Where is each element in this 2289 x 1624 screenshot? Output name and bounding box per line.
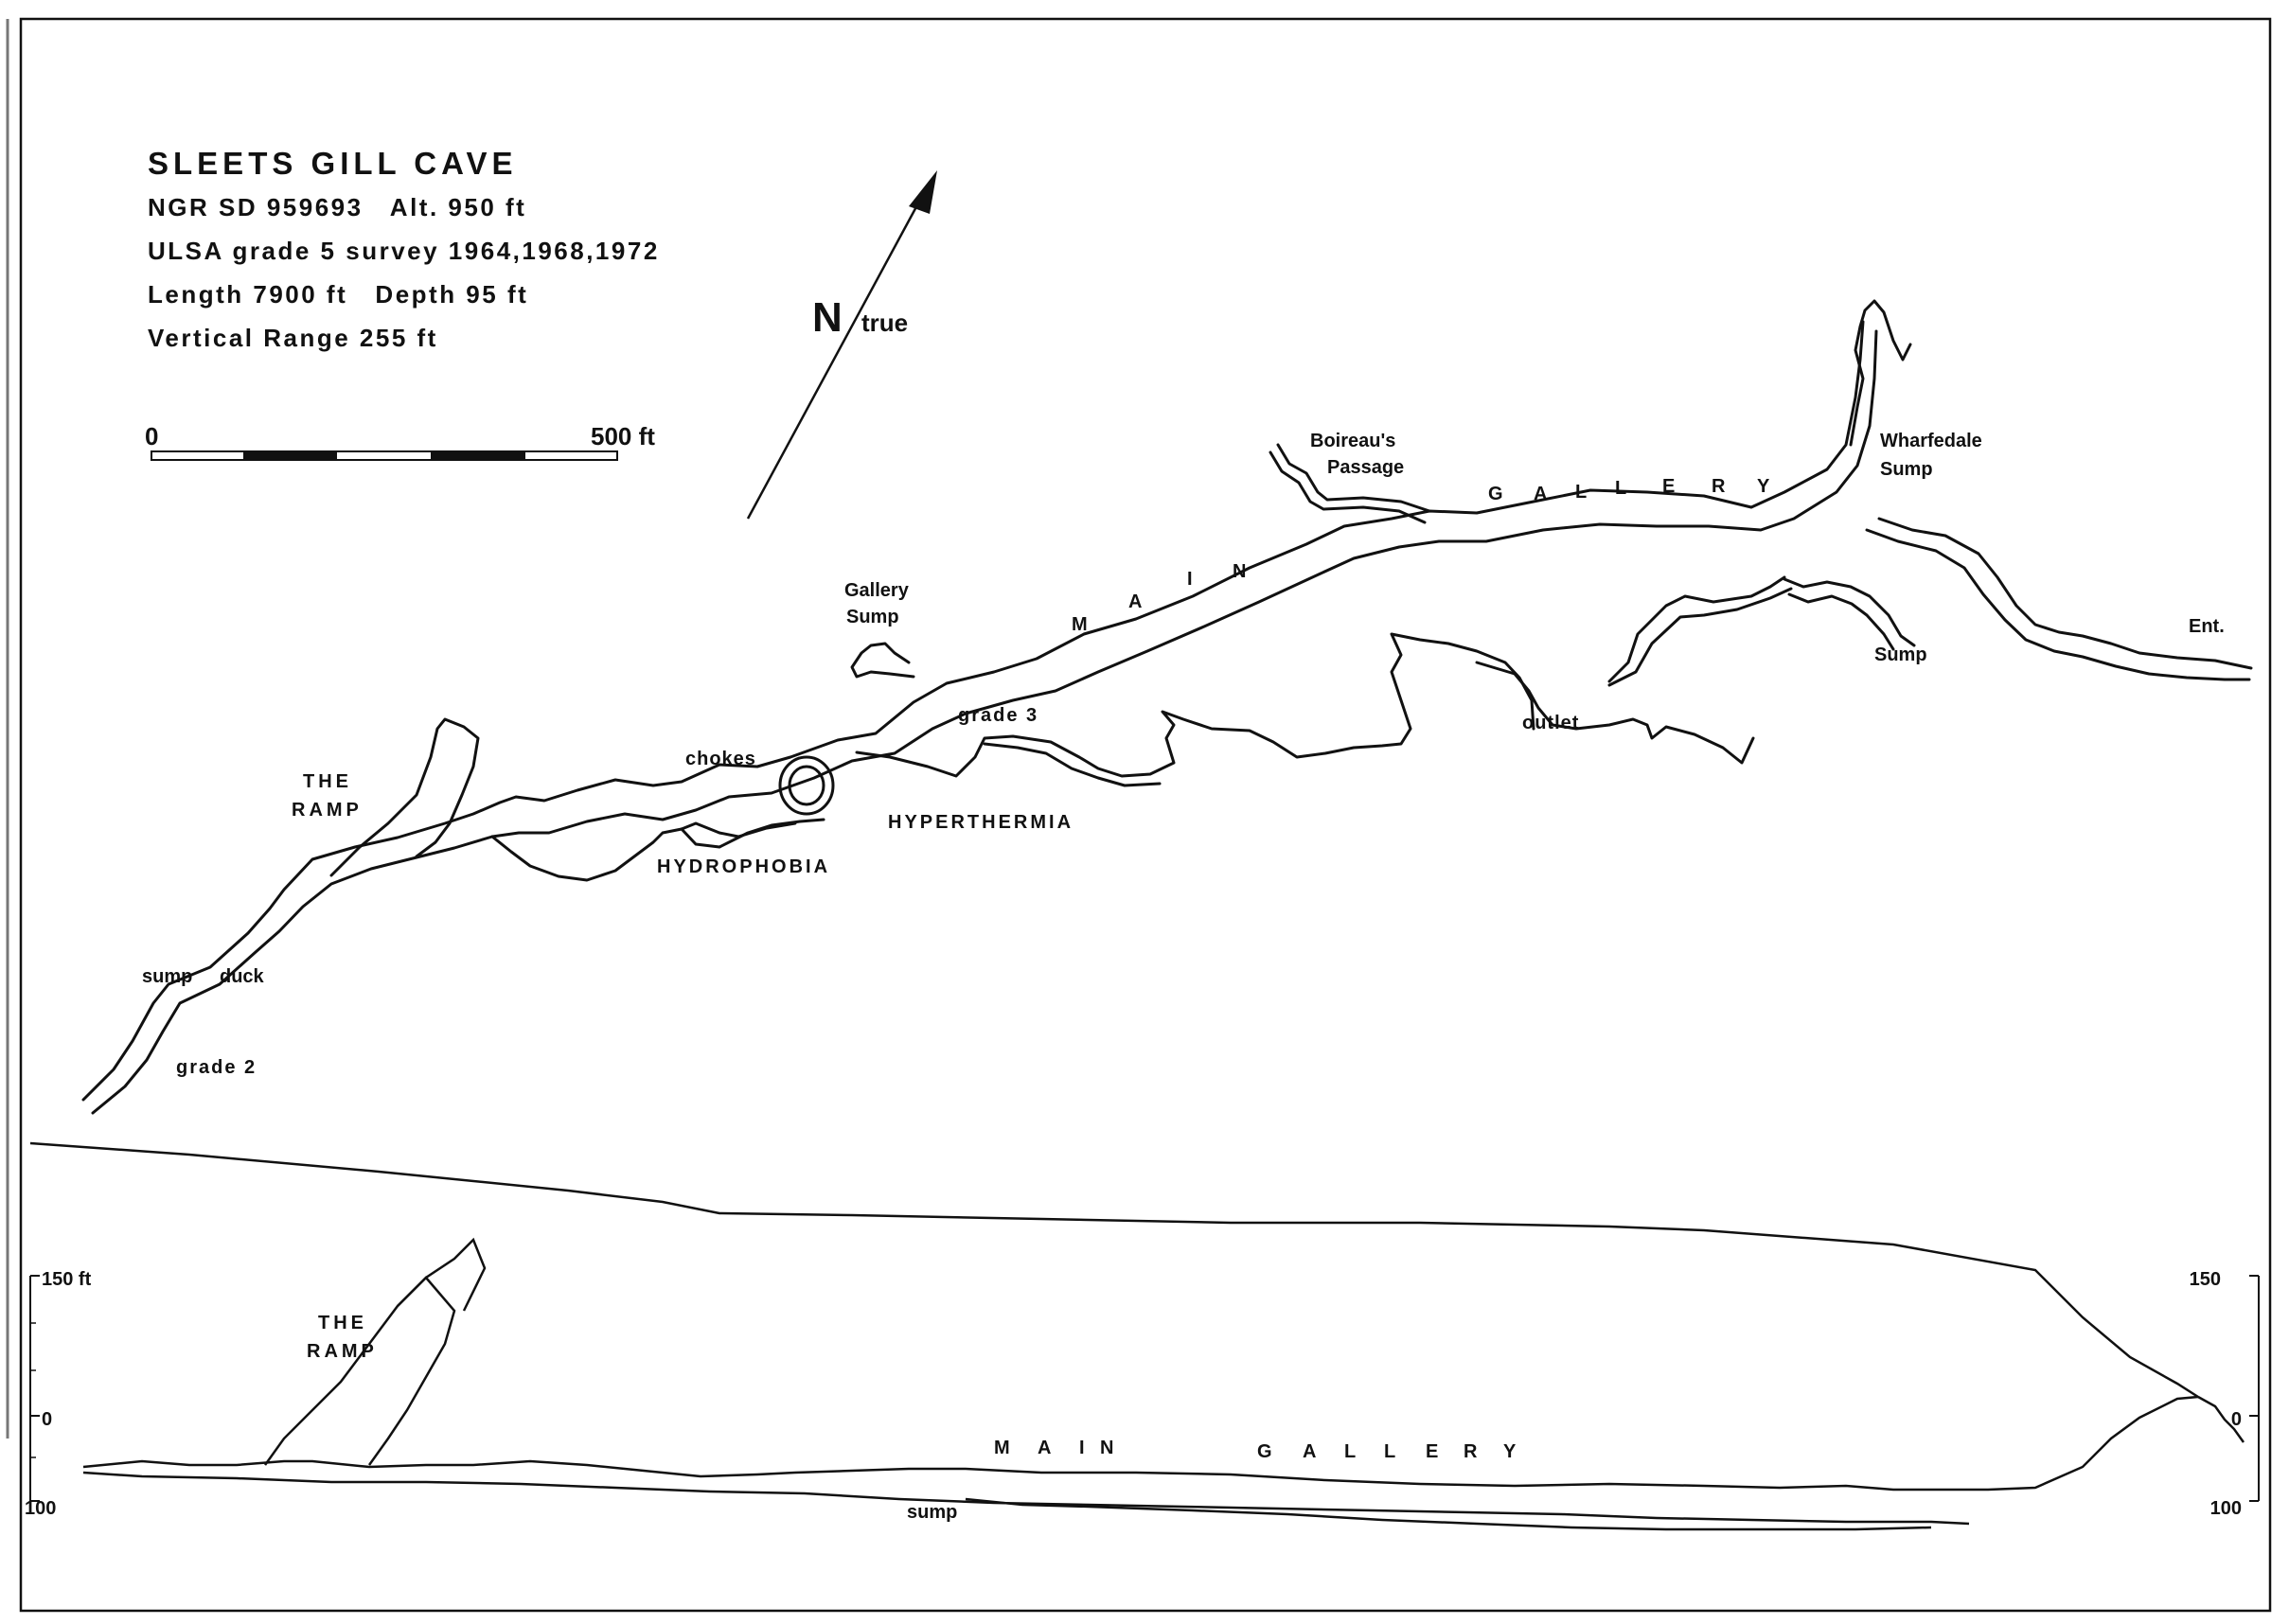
plan-label-grade-2: grade 2: [176, 1057, 257, 1078]
map-title: SLEETS GILL CAVE: [148, 146, 518, 181]
plan-label-sump: sump: [142, 966, 192, 987]
plan-passage-west-south-wall: [91, 329, 1878, 1115]
section-label-sump: sump: [907, 1502, 957, 1523]
section-label-gallery-l1: L: [1344, 1441, 1356, 1462]
plan-chokes-loop-inner: [788, 765, 825, 806]
section-label-main-m: M: [994, 1438, 1010, 1458]
section-label-main-i: I: [1079, 1438, 1085, 1458]
plan-passage-entrance: [1877, 517, 2253, 670]
north-letter: N: [812, 294, 843, 341]
plan-label-gallery-a: A: [1534, 484, 1547, 504]
plan-label-gallery-l1: L: [1575, 482, 1587, 503]
north-arrow: N true: [746, 170, 937, 520]
plan-passage-outlet-branch: [1607, 575, 1786, 683]
plan-label-gallery-r: R: [1712, 476, 1726, 497]
plan-label-gallery-sump-2: Sump: [846, 607, 899, 627]
section-label-the-ramp-1: THE: [318, 1313, 367, 1333]
plan-passage-sump-branch-lower: [1787, 592, 1895, 651]
north-arrow-shaft: [746, 188, 928, 520]
plan-label-boireau-2: Passage: [1327, 457, 1404, 478]
plan-label-wharfedale-2: Sump: [1880, 459, 1933, 480]
plan-labels: THE RAMP sump duck grade 2 HYDROPHOBIA c…: [142, 431, 2225, 1078]
plan-label-hydrophobia: HYDROPHOBIA: [657, 856, 830, 877]
north-arrow-icon: [909, 170, 937, 214]
section-left-label-150: 150 ft: [42, 1269, 92, 1290]
section-label-gallery-e: E: [1426, 1441, 1438, 1462]
plan-passage-the-ramp: [329, 717, 480, 877]
section-label-gallery-r: R: [1464, 1441, 1478, 1462]
plan-label-grade-3: grade 3: [958, 705, 1038, 726]
sheet-border: [19, 17, 2272, 1613]
long-section: 150 ft 0 100 150 0 100 THE RAMP M A I N …: [25, 1141, 2260, 1531]
title-block: SLEETS GILL CAVE NGR SD 959693 Alt. 950 …: [148, 142, 660, 360]
vertical-range: Vertical Range 255 ft: [148, 324, 438, 352]
section-right-label-100: 100: [2210, 1498, 2242, 1519]
scale-bar-outline: [151, 450, 618, 461]
plan-label-the-ramp-2: RAMP: [292, 800, 363, 821]
plan-passage-entrance-lower: [1865, 528, 2251, 681]
section-label-main-n: N: [1100, 1438, 1113, 1458]
section-main-gallery-floor: [82, 1471, 1970, 1526]
plan-passage-wharfedale: [1849, 299, 1912, 447]
plan-chokes-loop: [778, 755, 835, 816]
plan-label-boireau-1: Boireau's: [1310, 431, 1395, 451]
section-label-gallery-g: G: [1257, 1441, 1272, 1462]
plan-label-outlet: outlet: [1522, 713, 1579, 733]
section-the-ramp-top: [397, 1237, 487, 1312]
section-surface-profile: [29, 1141, 2199, 1399]
plan-label-main-i: I: [1187, 569, 1193, 590]
plan-passage-hyperthermia: [855, 632, 1535, 778]
plan-passage-boireau-lower: [1269, 450, 1427, 524]
section-right-label-0: 0: [2231, 1409, 2242, 1430]
scale-bar: 0 500 ft: [145, 422, 655, 461]
plan-passage-hyperthermia-inner: [983, 742, 1162, 787]
plan-passage-outlet: [1475, 661, 1755, 765]
plan-label-main-a: A: [1128, 591, 1142, 612]
plan-label-chokes: chokes: [685, 749, 756, 769]
plan-label-duck: duck: [220, 966, 265, 987]
plan-passage-hydrophobia-loop: [490, 821, 797, 882]
scale-start-label: 0: [145, 422, 158, 450]
section-left-label-0: 0: [42, 1409, 52, 1430]
section-left-label-100: 100: [25, 1498, 56, 1519]
scale-bar-segment-1: [243, 451, 337, 460]
plan-label-gallery-e: E: [1662, 476, 1675, 497]
section-main-gallery: [82, 1395, 2199, 1492]
plan-label-entrance: Ent.: [2189, 616, 2225, 637]
scale-end-label: 500 ft: [591, 422, 655, 450]
plan-passage-hydrophobia-lower: [680, 818, 825, 849]
plan-passage-sump-branch: [1783, 577, 1916, 647]
plan-passage-outlet-branch-lower: [1607, 587, 1793, 687]
survey-grade: ULSA grade 5 survey 1964,1968,1972: [148, 237, 660, 265]
plan-label-the-ramp-1: THE: [303, 771, 352, 792]
grid-reference: NGR SD 959693 Alt. 950 ft: [148, 193, 527, 221]
plan-label-gallery-sump-1: Gallery: [844, 580, 910, 601]
plan-view: [81, 299, 2253, 1115]
section-label-gallery-y: Y: [1503, 1441, 1517, 1462]
section-label-the-ramp-2: RAMP: [307, 1341, 378, 1362]
section-end-outlet: [2197, 1395, 2245, 1443]
section-label-gallery-l2: L: [1384, 1441, 1395, 1462]
plan-label-gallery-l2: L: [1615, 478, 1626, 499]
north-qualifier: true: [861, 309, 908, 337]
plan-label-main-n: N: [1233, 561, 1246, 582]
length-depth: Length 7900 ft Depth 95 ft: [148, 280, 529, 309]
plan-label-main-m: M: [1072, 614, 1088, 635]
plan-passage-boireau: [1276, 443, 1431, 513]
section-right-label-150: 150: [2190, 1269, 2221, 1290]
plan-passage-gallery-sump: [850, 642, 915, 679]
plan-passage-west-north-wall: [81, 320, 1865, 1102]
section-label-main-a: A: [1038, 1438, 1051, 1458]
plan-label-gallery-y: Y: [1757, 476, 1770, 497]
plan-label-hyperthermia: HYPERTHERMIA: [888, 812, 1074, 833]
section-sump-branch: [965, 1497, 1932, 1531]
section-label-gallery-a: A: [1303, 1441, 1316, 1462]
plan-label-gallery-g: G: [1488, 484, 1503, 504]
scale-bar-segment-2: [431, 451, 525, 460]
plan-label-wharfedale-1: Wharfedale: [1880, 431, 1982, 451]
plan-label-sump-right: Sump: [1874, 644, 1927, 665]
section-the-ramp: [263, 1276, 456, 1466]
